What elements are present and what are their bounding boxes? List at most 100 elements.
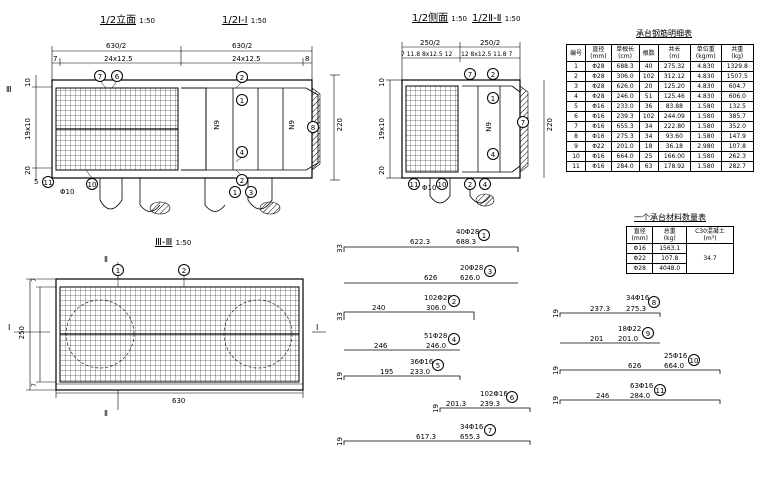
side-marker-10: 10 [436, 178, 448, 190]
elev-marker-1b: 1 [229, 186, 241, 198]
table-cell: 306.0 [610, 71, 640, 82]
table-cell: 93.60 [657, 131, 691, 142]
table-cell: 7 [565, 121, 587, 132]
side-dim-half-left: 250/2 [420, 39, 441, 47]
side-dim-h19x10: 19x10 [378, 118, 386, 140]
table-cell: 5 [565, 101, 587, 112]
bar1-count: 40Φ28 [456, 228, 480, 236]
bar10-len: 664.0 [664, 362, 685, 370]
bar6-len: 239.3 [480, 400, 501, 408]
table-cell: 4 [565, 91, 587, 102]
plan-mark-right: Ⅰ [316, 323, 319, 332]
elev-dim-half-right: 630/2 [232, 42, 253, 50]
bar8-seg: 237.3 [590, 305, 611, 313]
bar10-leg: 19 [552, 366, 560, 375]
title-plan: Ⅲ-Ⅲ 1:50 [155, 237, 191, 249]
table-cell: 107.8 [720, 141, 755, 152]
elev-dim-edge-8: 8 [305, 55, 310, 63]
elev-dim-h220: 220 [336, 118, 344, 132]
bar7-leg: 19 [336, 437, 344, 446]
title-side: 1/2侧面 1:50 [412, 13, 467, 25]
bar2-seg: 240 [372, 304, 386, 312]
title-elevation: 1/2立面 1:50 [100, 15, 155, 27]
table-cell: 178.92 [657, 161, 691, 172]
elev-marker-10: 10 [86, 178, 98, 190]
side-dim-h220: 220 [546, 118, 554, 132]
bar1-seg: 622.3 [410, 238, 431, 246]
bar11-len: 284.0 [630, 392, 651, 400]
table-cell: 36.18 [657, 141, 691, 152]
table-cell: 4.830 [689, 71, 722, 82]
side-marker-2b: 2 [464, 178, 476, 190]
table-cell: 2.980 [689, 141, 722, 152]
bar5-len: 233.0 [410, 368, 431, 376]
bar3-seg: 626 [424, 274, 438, 282]
table-cell: 147.9 [720, 131, 755, 142]
side-dim-sub-left: 7 11.8 8x12.5 12 [401, 51, 453, 58]
side-marker-11: 11 [408, 178, 420, 190]
side-dim-sub-right: 12 8x12.5 11.8 7 [461, 51, 513, 58]
table-cell: 244.09 [657, 111, 691, 122]
table-cell: Φ28 [585, 91, 612, 102]
table-cell: 275.3 [610, 131, 640, 142]
table-cell: 6 [565, 111, 587, 122]
table-cell: 1.580 [689, 111, 722, 122]
table-cell: 201.0 [610, 141, 640, 152]
side-marker-2a: 2 [487, 68, 499, 80]
bar4-count: 51Φ28 [424, 332, 448, 340]
bar10-count: 25Φ16 [664, 352, 688, 360]
table-cell: 102 [638, 111, 659, 122]
side-marker-7b: 7 [517, 116, 529, 128]
bar4-seg: 246 [374, 342, 388, 350]
bar11-seg: 246 [596, 392, 610, 400]
plan-mark-left: Ⅰ [8, 323, 11, 332]
bar9-marker: 9 [642, 327, 654, 339]
side-grid [405, 85, 459, 173]
rebar-table-title: 承台钢筋明细表 [636, 29, 692, 38]
elev-dim-h20: 20 [24, 166, 32, 175]
title-section-1: 1/2Ⅰ-Ⅰ 1:50 [222, 15, 267, 27]
table-cell: 2 [565, 71, 587, 82]
elev-marker-2a: 2 [236, 71, 248, 83]
table-cell: Φ16 [585, 131, 612, 142]
table-cell: 4.830 [689, 61, 722, 72]
title-section-2-scale: 1:50 [504, 15, 521, 23]
title-elevation-text: 1/2立面 [100, 15, 137, 26]
bar5-leg: 19 [336, 372, 344, 381]
title-section-1-text: 1/2Ⅰ-Ⅰ [222, 15, 248, 26]
plan-dim-lines [14, 262, 326, 410]
bar2-count: 102Φ28 [424, 294, 452, 302]
table-cell: Φ16 [585, 151, 612, 162]
material-header-cell: 总重 (kg) [652, 226, 687, 244]
table-cell: 1507.5 [720, 71, 755, 82]
table-cell: 25 [638, 151, 659, 162]
title-section-1-scale: 1:50 [250, 17, 267, 25]
table-cell: 20 [638, 81, 659, 92]
bar2-leg: 33 [336, 312, 344, 321]
table-cell: 1.580 [689, 121, 722, 132]
bar6-seg: 201.3 [446, 400, 467, 408]
bar7-seg: 617.3 [416, 433, 437, 441]
table-cell: 34 [638, 121, 659, 132]
elev-label-n9a: N9 [213, 120, 221, 130]
side-dim-half-right: 250/2 [480, 39, 501, 47]
plan-mark-bottom: Ⅱ [104, 409, 108, 418]
bar11-count: 63Φ16 [630, 382, 654, 390]
table-cell: 8 [565, 131, 587, 142]
table-cell: 275.32 [657, 61, 691, 72]
bar-shapes [343, 246, 721, 445]
plan-dim-w630: 630 [172, 397, 186, 405]
material-table-title: 一个承台材料数量表 [634, 213, 706, 222]
table-cell: Φ22 [585, 141, 612, 152]
side-marker-4b: 4 [479, 178, 491, 190]
table-cell: 688.3 [610, 61, 640, 72]
title-elevation-scale: 1:50 [139, 17, 156, 25]
table-cell: 63 [638, 161, 659, 172]
